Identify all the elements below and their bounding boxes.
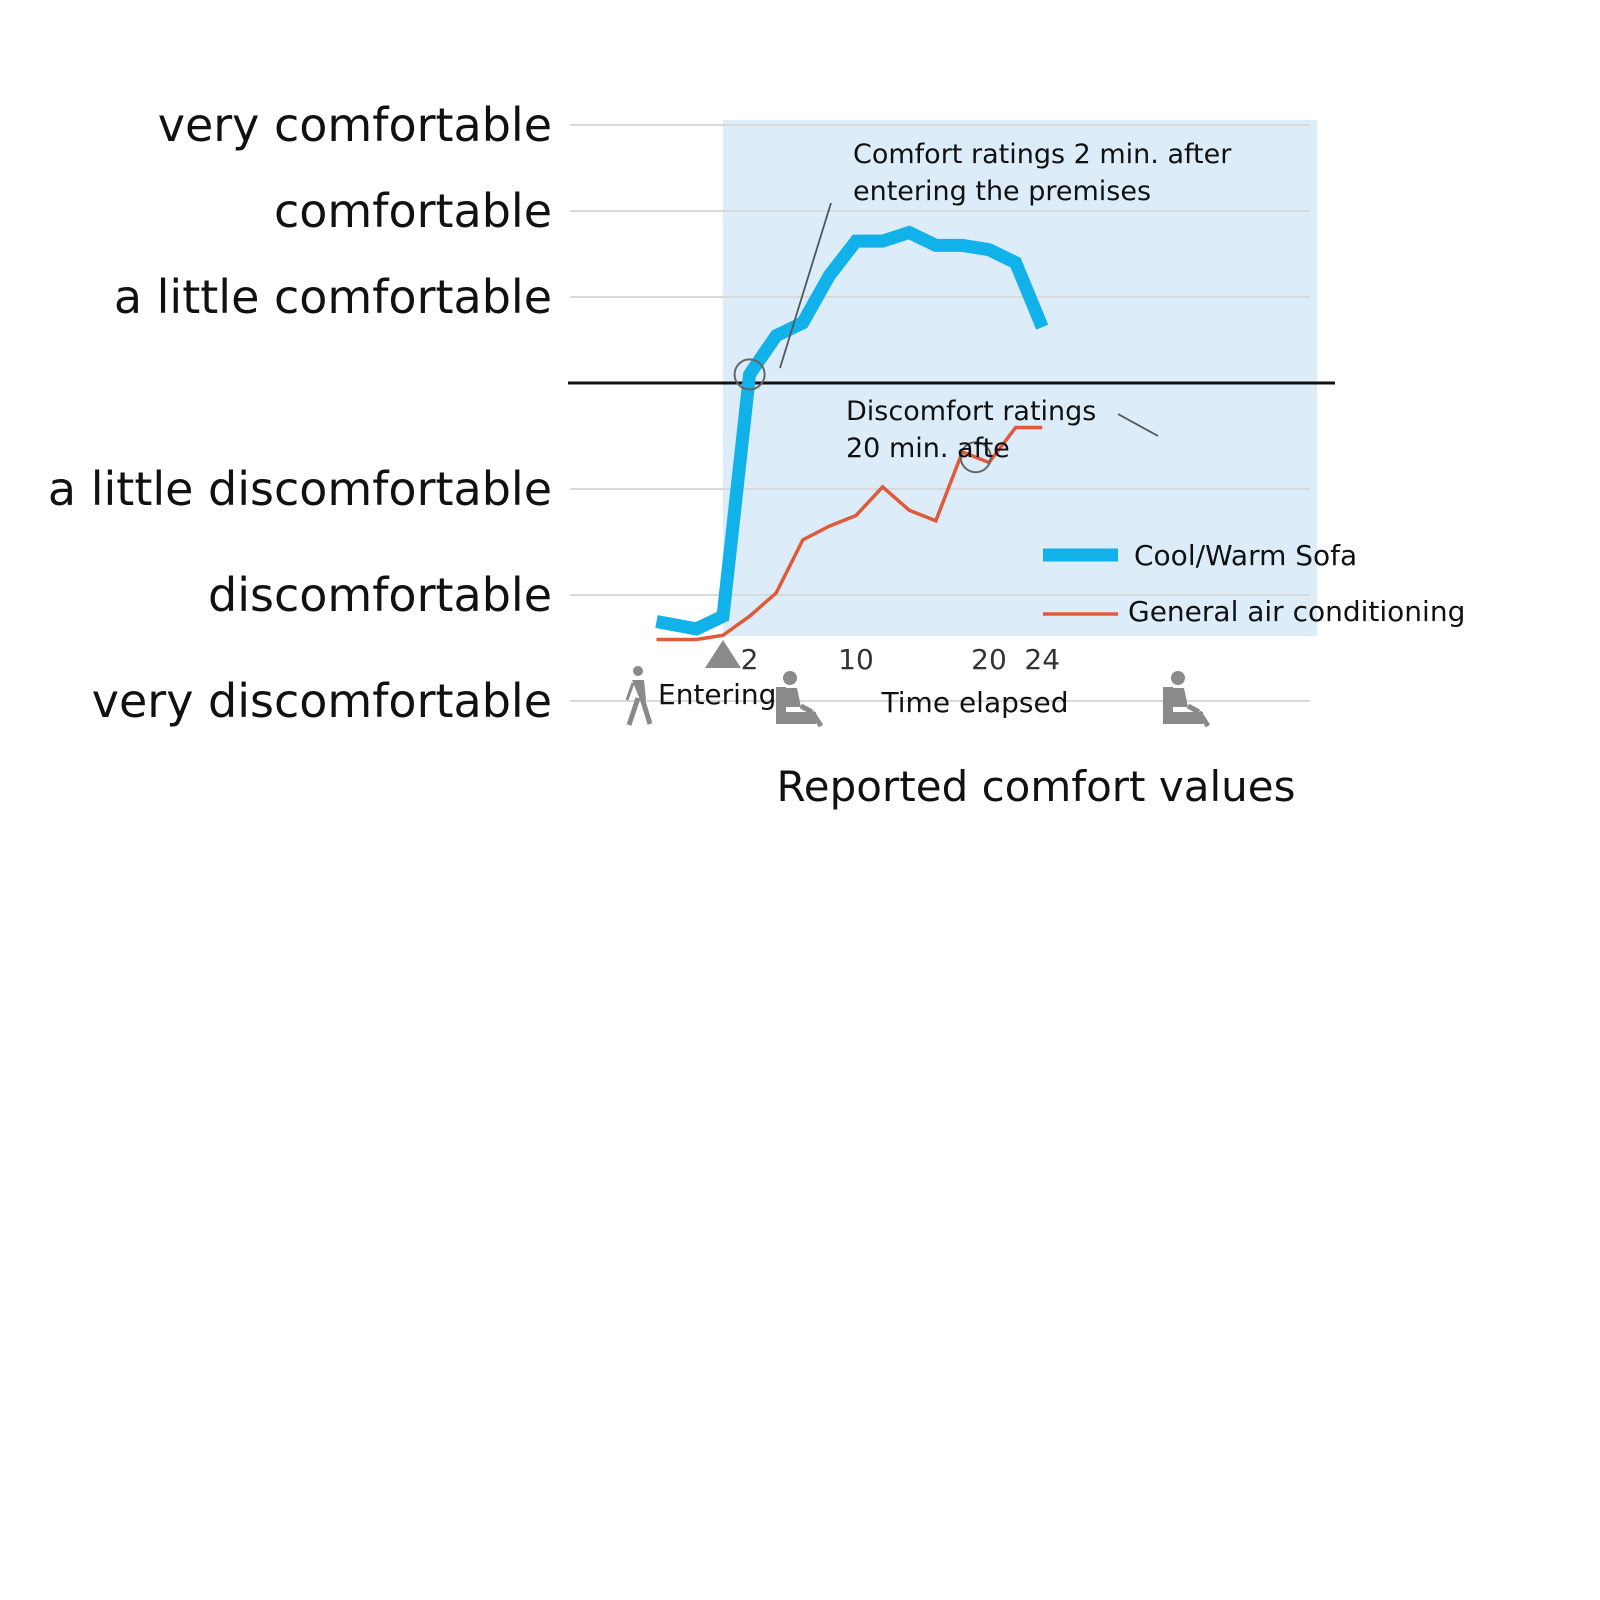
x-axis-label: Reported comfort values [777, 762, 1296, 811]
entering-label: Entering [658, 678, 776, 711]
x-tick-label: 10 [838, 643, 874, 676]
discomfort-callout-circle [959, 441, 992, 474]
y-level-label: very comfortable [158, 98, 552, 152]
y-level-label: comfortable [274, 184, 552, 238]
y-level-label: a little comfortable [114, 270, 552, 324]
y-axis-labels: very comfortable comfortable a little comf… [48, 98, 552, 728]
y-level-label: discomfortable [208, 568, 552, 622]
comfort-note-line-2: entering the premises [853, 176, 1151, 207]
comfort-callout-line [779, 202, 832, 369]
discomfort-callout-line [1117, 413, 1159, 437]
entering-triangle-icon [705, 640, 741, 668]
legend-label-general: General air conditioning [1128, 595, 1465, 628]
x-tick-label: 24 [1024, 643, 1060, 676]
comfort-callout-circle [733, 358, 766, 391]
walking-person-icon [625, 666, 653, 726]
legend-label-sofa: Cool/Warm Sofa [1134, 539, 1357, 572]
x-tick-label: 20 [971, 643, 1007, 676]
elapsed-time-shading [723, 120, 1317, 636]
series-line-general-air-conditioning [656, 425, 1043, 642]
series-line-cool-warm-sofa [655, 225, 1049, 636]
series-layer [655, 225, 1049, 642]
x-axis-caption: Time elapsed [881, 686, 1069, 719]
seated-person-icon-1 [776, 671, 824, 728]
comfort-note-line-1: Comfort ratings 2 min. after [853, 139, 1232, 170]
seated-person-icon-2 [1163, 671, 1211, 728]
y-level-label: very discomfortable [92, 674, 552, 728]
discomfort-note-line-2: 20 min. afte [846, 433, 1010, 464]
discomfort-note-line-1: Discomfort ratings [846, 396, 1096, 427]
y-level-label: a little discomfortable [48, 462, 552, 516]
x-axis-ticks: 2 10 20 24 [741, 643, 1060, 676]
x-tick-label: 2 [741, 643, 759, 676]
